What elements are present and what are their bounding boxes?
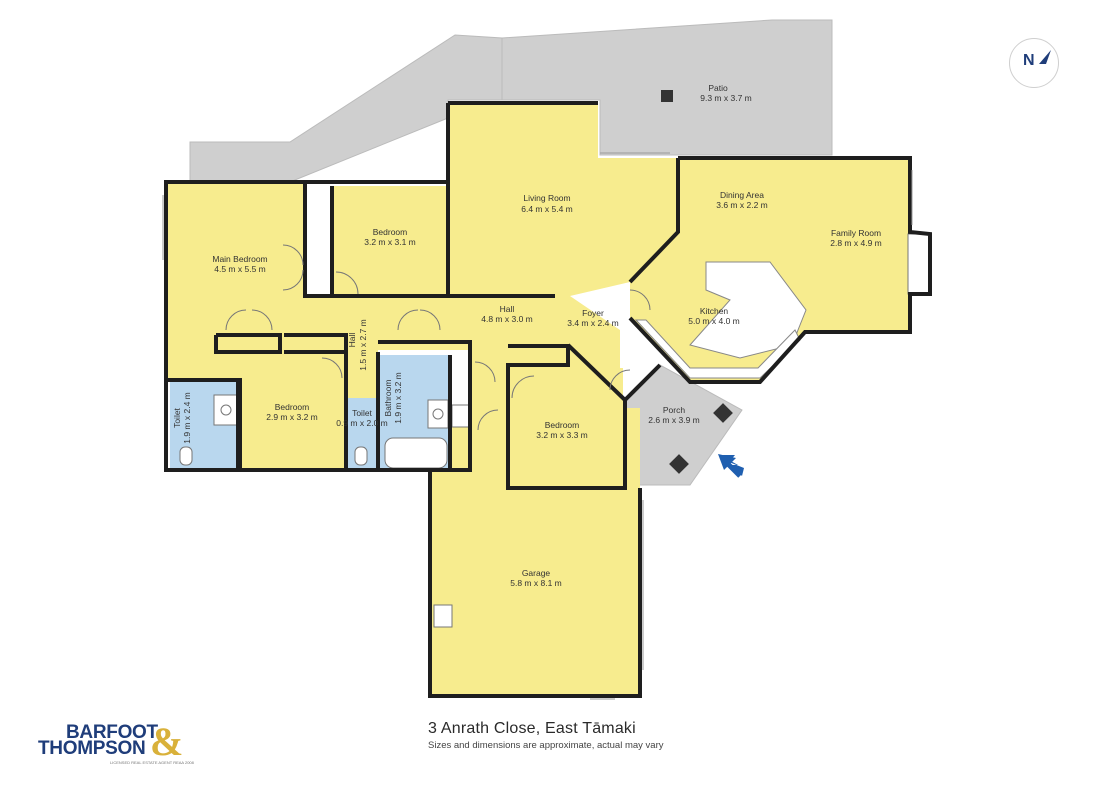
- door-foyer: [609, 369, 631, 391]
- kitchen-bench: [634, 319, 801, 379]
- outdoor-areas: [189, 19, 833, 486]
- logo-tagline: LICENSED REAL ESTATE AGENT REAA 2008: [110, 760, 194, 765]
- label-bedroom3-dims: 3.2 m x 3.3 m: [536, 430, 588, 440]
- label-garage-dims: 5.8 m x 8.1 m: [510, 578, 562, 588]
- label-toilet2-name: Toilet: [352, 408, 372, 418]
- logo-line2: THOMPSON: [38, 738, 146, 759]
- label-toilet1-dims: 1.9 m x 2.4 m: [182, 392, 192, 444]
- label-bedroom3-name: Bedroom: [545, 420, 580, 430]
- hall2-fill: [348, 300, 378, 398]
- patio-post: [661, 90, 673, 102]
- bathtub: [384, 437, 448, 469]
- kitchen-counters: [634, 261, 807, 379]
- hall-lower-fill: [470, 400, 508, 415]
- door-hall-4: [419, 309, 441, 331]
- door-main-bed-1: [282, 244, 304, 266]
- label-family-name: Family Room: [831, 228, 881, 238]
- garage-bench: [433, 604, 453, 628]
- compass-north-label: N: [1023, 52, 1035, 69]
- label-living-name: Living Room: [523, 193, 570, 203]
- walls: [164, 101, 932, 698]
- label-foyer-name: Foyer: [582, 308, 604, 318]
- patio-area: [501, 19, 833, 156]
- label-toilet2-dims: 0.9 m x 2.0 m: [336, 418, 388, 428]
- wall-garage: [428, 470, 642, 698]
- label-kitchen-dims: 5.0 m x 4.0 m: [688, 316, 740, 326]
- garage-fill: [430, 408, 640, 696]
- label-porch-dims: 2.6 m x 3.9 m: [648, 415, 700, 425]
- logo-ampersand: &: [150, 719, 184, 764]
- room-labels: Patio 9.3 m x 3.7 m Living Room 6.4 m x …: [172, 83, 882, 588]
- wall-living-north-west: [164, 103, 450, 472]
- wall-living-divider: [628, 158, 680, 284]
- label-dining-dims: 3.6 m x 2.2 m: [716, 200, 768, 210]
- label-toilet1-name: Toilet: [172, 407, 182, 427]
- wall-bedroom-lower: [506, 343, 627, 490]
- disclaimer: Sizes and dimensions are approximate, ac…: [428, 740, 664, 751]
- wall-foyer-east: [623, 363, 662, 402]
- address-title: 3 Anrath Close, East Tāmaki: [428, 720, 636, 737]
- porch-post-2: [669, 454, 689, 474]
- wall-wardrobe2: [284, 333, 348, 354]
- wet-rooms: [170, 355, 450, 468]
- posts: [661, 90, 733, 474]
- door-hall-1: [225, 309, 247, 331]
- label-kitchen-name: Kitchen: [700, 306, 729, 316]
- door-bedroom-mid: [321, 357, 343, 379]
- label-porch-name: Porch: [663, 405, 685, 415]
- toilet1-pan: [179, 446, 193, 466]
- logo-line1: BARFOOT: [66, 722, 158, 743]
- doors: [225, 244, 651, 431]
- label-main-bed-name: Main Bedroom: [212, 254, 267, 264]
- label-patio-dims: 9.3 m x 3.7 m: [700, 93, 752, 103]
- main-bedroom-fill: [168, 184, 305, 379]
- label-patio-name: Patio: [708, 83, 728, 93]
- label-bathroom-dims: 1.9 m x 3.2 m: [393, 372, 403, 424]
- wall-wardrobe: [214, 333, 282, 354]
- wall-bedroom-top: [303, 182, 450, 298]
- rooms-fill: [168, 103, 908, 696]
- wall-north-east: [628, 156, 932, 384]
- entrance-arrow-shaft: [724, 460, 742, 478]
- door-laundry: [474, 361, 496, 383]
- label-main-bed-dims: 4.5 m x 5.5 m: [214, 264, 266, 274]
- door-hall-2: [251, 309, 273, 331]
- toilet1-sink: [220, 404, 232, 416]
- label-family-dims: 2.8 m x 4.9 m: [830, 238, 882, 248]
- compass: N: [1009, 38, 1059, 88]
- label-bedroom1-dims: 3.2 m x 3.1 m: [364, 237, 416, 247]
- label-dining-name: Dining Area: [720, 190, 764, 200]
- bathroom-sink: [432, 408, 444, 420]
- label-hall2-dims: 1.5 m x 2.7 m: [358, 319, 368, 371]
- label-hall-dims: 4.8 m x 3.0 m: [481, 314, 533, 324]
- toilet2-pan: [354, 446, 368, 466]
- fireplace: [907, 233, 931, 295]
- kitchen-island: [689, 261, 807, 359]
- porch-post-1: [713, 403, 733, 423]
- compass-arrow-icon: [1039, 50, 1051, 64]
- living-room-fill: [450, 103, 678, 296]
- label-hall-name: Hall: [500, 304, 515, 314]
- wall-hall2: [344, 352, 380, 472]
- door-bedroom-low: [511, 375, 535, 399]
- door-bedroom-top: [335, 271, 359, 295]
- label-bedroom2-name: Bedroom: [275, 402, 310, 412]
- bedroom-mid-fill: [240, 352, 346, 468]
- door-garage: [477, 409, 499, 431]
- label-bathroom-name: Bathroom: [383, 380, 393, 417]
- door-hall-3: [397, 309, 419, 331]
- wall-bath-top: [378, 340, 472, 472]
- label-bedroom2-dims: 2.9 m x 3.2 m: [266, 412, 318, 422]
- door-main-bed-2: [282, 269, 304, 291]
- windows: [162, 152, 913, 700]
- label-foyer-dims: 3.4 m x 2.4 m: [567, 318, 619, 328]
- label-garage-name: Garage: [522, 568, 551, 578]
- door-kitchen: [629, 289, 651, 311]
- laundry-tub: [451, 404, 471, 428]
- label-hall2-name: Hall: [347, 333, 357, 348]
- label-living-dims: 6.4 m x 5.4 m: [521, 204, 573, 214]
- label-bedroom1-name: Bedroom: [373, 227, 408, 237]
